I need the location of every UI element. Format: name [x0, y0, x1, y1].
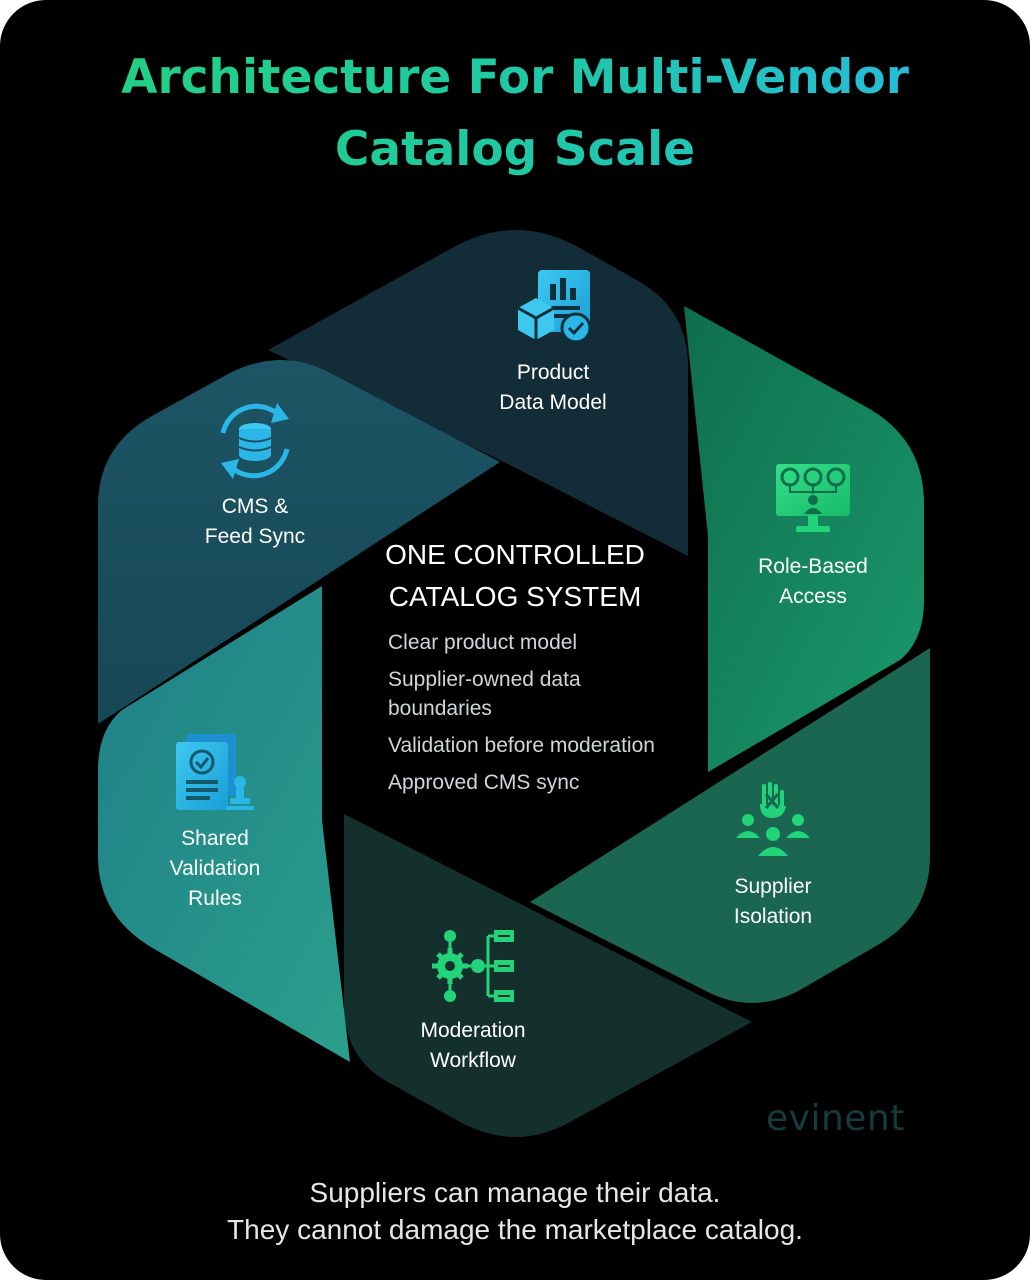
label-moderation-line2: Workflow [430, 1049, 517, 1072]
segment-cms-feed-sync [98, 360, 500, 724]
label-supplier-line2: Isolation [734, 905, 812, 928]
label-cms-line2: Feed Sync [205, 525, 305, 548]
label-cms-line1: CMS & [222, 495, 289, 518]
segment-moderation-workflow [344, 814, 752, 1137]
brand-logo-text: evinent [766, 1098, 905, 1139]
segment-shared-validation-rules [98, 586, 350, 1062]
label-validation-line3: Rules [188, 887, 242, 910]
workflow-gear-icon [432, 930, 514, 1002]
database-sync-icon [220, 403, 290, 479]
footer-line-1: Suppliers can manage their data. [309, 1177, 721, 1208]
label-product-line1: Product [517, 361, 590, 384]
center-feature-list: Clear product model Supplier-owned data … [388, 628, 688, 805]
center-item-supplier-boundaries: Supplier-owned data boundaries [388, 668, 581, 720]
segment-supplier-isolation [530, 648, 930, 1003]
center-item-validation: Validation before moderation [388, 734, 655, 757]
label-supplier-line1: Supplier [734, 875, 811, 898]
center-item-product-model: Clear product model [388, 631, 578, 654]
segment-role-based-access [684, 306, 924, 772]
label-access-line2: Access [779, 585, 847, 608]
label-validation-line2: Validation [170, 857, 261, 880]
title-line-2: Catalog Scale [0, 114, 1030, 186]
title-line-1: Architecture For Multi-Vendor [0, 42, 1030, 114]
access-control-monitor-icon [776, 464, 850, 532]
label-moderation-line1: Moderation [420, 1019, 525, 1042]
supplier-group-icon [736, 782, 810, 856]
center-item-cms-sync: Approved CMS sync [388, 771, 580, 794]
center-heading-line-1: ONE CONTROLLED [385, 539, 645, 570]
product-data-icon [517, 270, 592, 344]
footer-line-2: They cannot damage the marketplace catal… [227, 1214, 803, 1245]
label-access-line1: Role-Based [758, 555, 868, 578]
label-product-line2: Data Model [499, 391, 606, 414]
center-heading-line-2: CATALOG SYSTEM [388, 581, 642, 612]
validation-document-icon [176, 734, 254, 810]
label-validation-line1: Shared [181, 827, 249, 850]
